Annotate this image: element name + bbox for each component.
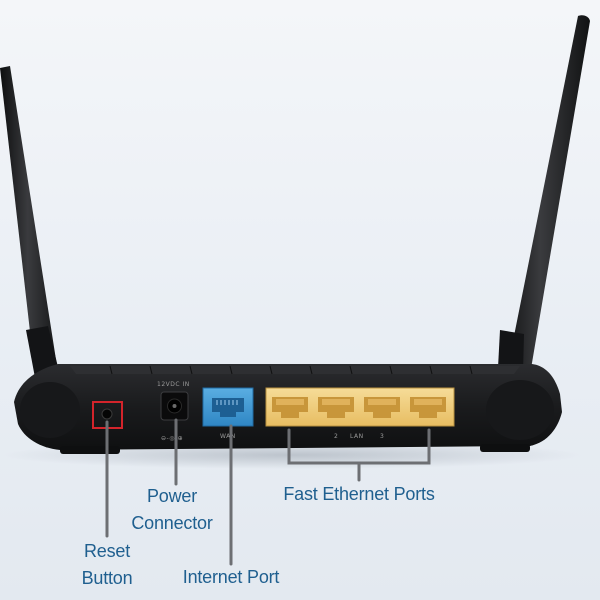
right-antenna xyxy=(496,15,590,411)
power-connector-callout: Power Connector xyxy=(120,483,224,537)
left-antenna xyxy=(0,66,66,404)
power-polarity-label: ⊖-◎-⊕ xyxy=(161,435,183,442)
fast-ethernet-ports-callout: Fast Ethernet Ports xyxy=(270,481,448,508)
lan-label: LAN xyxy=(350,433,364,440)
lan-port-2-number: 2 xyxy=(334,433,338,440)
internet-callout-text: Internet Port xyxy=(182,567,280,587)
lan-port-4 xyxy=(410,397,446,418)
lan-ports: 2 LAN 3 xyxy=(265,387,455,440)
internet-port-callout: Internet Port xyxy=(170,564,292,591)
reset-button-callout: Reset Button xyxy=(70,538,144,592)
power-callout-line-1: Power xyxy=(146,486,198,506)
lan-port-3-number: 3 xyxy=(380,433,384,440)
reset-callout-line-1: Reset xyxy=(83,541,131,561)
reset-callout-line-2: Button xyxy=(81,568,133,588)
power-in-label: 12VDC IN xyxy=(157,381,190,388)
wan-port: WAN xyxy=(202,387,254,440)
power-connector: 12VDC IN ⊖-◎-⊕ xyxy=(157,381,190,442)
lan-port-3 xyxy=(364,397,400,418)
lan-port-1 xyxy=(272,397,308,418)
lan-port-2 xyxy=(318,397,354,418)
ethernet-callout-text: Fast Ethernet Ports xyxy=(283,484,435,504)
wan-label: WAN xyxy=(220,433,236,440)
power-callout-line-2: Connector xyxy=(131,513,213,533)
